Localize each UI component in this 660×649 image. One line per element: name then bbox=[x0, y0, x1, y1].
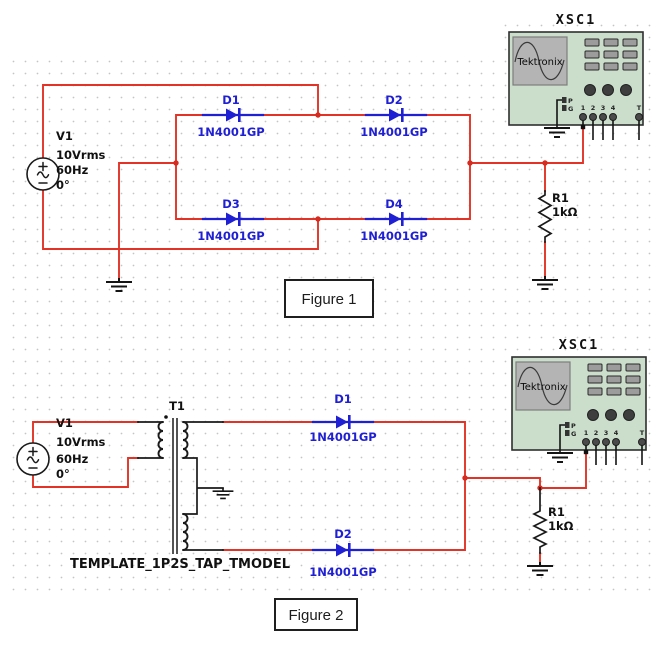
diode-ref-label: D2 bbox=[334, 527, 352, 541]
transformer-core bbox=[172, 418, 178, 554]
diode-model-label: 1N4001GP bbox=[197, 125, 265, 139]
diode-ref-label: D1 bbox=[222, 93, 240, 107]
diode-ref-label: D1 bbox=[334, 392, 352, 406]
resistor-value-label: 1kΩ bbox=[548, 519, 574, 533]
resistor-ref-label: R1 bbox=[548, 505, 565, 519]
figure1-wires bbox=[42, 84, 584, 279]
source-ref-label: V1 bbox=[56, 416, 73, 430]
junction-dot bbox=[315, 216, 321, 222]
phase-dot bbox=[164, 415, 168, 419]
source-amplitude-label: 10Vrms bbox=[56, 435, 106, 449]
figure1-oscilloscope-xsc1 bbox=[508, 11, 644, 141]
figure1-resistor-r1 bbox=[537, 190, 553, 243]
figure2-transformer-leads bbox=[137, 421, 224, 551]
grid-background bbox=[8, 55, 656, 596]
source-phase-label: 0° bbox=[56, 467, 70, 481]
diode-model-label: 1N4001GP bbox=[309, 565, 377, 579]
source-amplitude-label: 10Vrms bbox=[56, 148, 106, 162]
diode-ref-label: D4 bbox=[385, 197, 403, 211]
junction-dot bbox=[173, 160, 179, 166]
diode-ref-label: D2 bbox=[385, 93, 403, 107]
junction-dot bbox=[315, 112, 321, 118]
figure2-source-v1 bbox=[16, 442, 50, 476]
primary-winding bbox=[157, 421, 164, 459]
figure2-caption: Figure 2 bbox=[288, 607, 343, 624]
secondary-winding-bottom bbox=[182, 513, 189, 551]
secondary-winding-top bbox=[182, 421, 189, 459]
source-frequency-label: 60Hz bbox=[56, 163, 89, 177]
transformer-ref-label: T1 bbox=[169, 399, 185, 413]
figure1-circuit: V1 10Vrms 60Hz 0° D1 1N4001GP D2 1N4001G… bbox=[26, 11, 644, 318]
figure2-transformer-t1: T1 TEMPLATE_1P2S_TAP_TMODEL bbox=[70, 399, 290, 572]
figure2-resistor-r1 bbox=[532, 487, 548, 554]
diode-model-label: 1N4001GP bbox=[197, 229, 265, 243]
junction-dot bbox=[467, 160, 473, 166]
transformer-model-label: TEMPLATE_1P2S_TAP_TMODEL bbox=[70, 557, 290, 572]
junction-dot bbox=[542, 160, 548, 166]
figure1-source-v1 bbox=[26, 157, 60, 191]
figure2-caption-box bbox=[274, 598, 358, 631]
resistor-ref-label: R1 bbox=[552, 191, 569, 205]
resistor-value-label: 1kΩ bbox=[552, 205, 578, 219]
figure1-caption-box bbox=[284, 279, 374, 318]
figure2-oscilloscope-xsc1 bbox=[511, 336, 647, 466]
diode-model-label: 1N4001GP bbox=[309, 430, 377, 444]
diode-model-label: 1N4001GP bbox=[360, 125, 428, 139]
figure1-caption: Figure 1 bbox=[301, 291, 356, 308]
source-phase-label: 0° bbox=[56, 178, 70, 192]
figure2-circuit: V1 10Vrms 60Hz 0° T1 TEMPLATE_1P2S_TAP_T… bbox=[16, 336, 647, 631]
junction-dot bbox=[462, 475, 468, 481]
diode-ref-label: D3 bbox=[222, 197, 240, 211]
source-ref-label: V1 bbox=[56, 129, 73, 143]
diode-model-label: 1N4001GP bbox=[360, 229, 428, 243]
source-frequency-label: 60Hz bbox=[56, 452, 89, 466]
